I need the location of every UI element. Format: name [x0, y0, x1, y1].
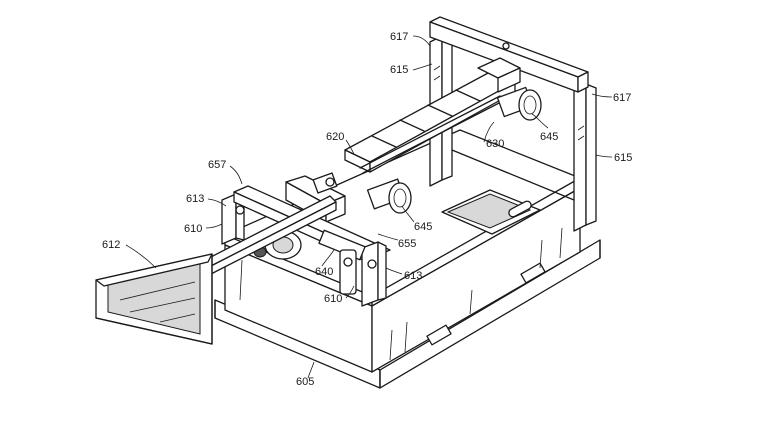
reference-numerals: 617 615 617 615 645 630 620 657 613 610 … — [102, 31, 632, 388]
rear-frame — [429, 16, 597, 232]
ref-657: 657 — [208, 159, 226, 171]
rail-assembly — [344, 57, 521, 174]
ref-655: 655 — [398, 238, 416, 250]
ref-615-top: 615 — [390, 64, 408, 76]
ref-620: 620 — [326, 131, 344, 143]
motor-front — [366, 178, 412, 214]
ref-640: 640 — [315, 266, 333, 278]
ref-610-right: 610 — [324, 293, 342, 305]
tub-opening — [441, 189, 541, 235]
ref-645-front: 645 — [414, 221, 432, 233]
motor-rear — [496, 86, 542, 121]
ref-613-left: 613 — [186, 193, 204, 205]
base-frame — [214, 129, 601, 389]
ref-612: 612 — [102, 239, 120, 251]
ref-615-right: 615 — [614, 152, 632, 164]
ref-613-right: 613 — [404, 270, 422, 282]
ref-617-top: 617 — [390, 31, 408, 43]
ref-605: 605 — [296, 376, 314, 388]
scoop-bucket — [95, 253, 213, 345]
leader-lines — [125, 35, 613, 379]
ref-617-right: 617 — [613, 92, 631, 104]
ref-630: 630 — [486, 138, 504, 150]
ref-645-rear: 645 — [540, 131, 558, 143]
ref-610-left: 610 — [184, 223, 202, 235]
